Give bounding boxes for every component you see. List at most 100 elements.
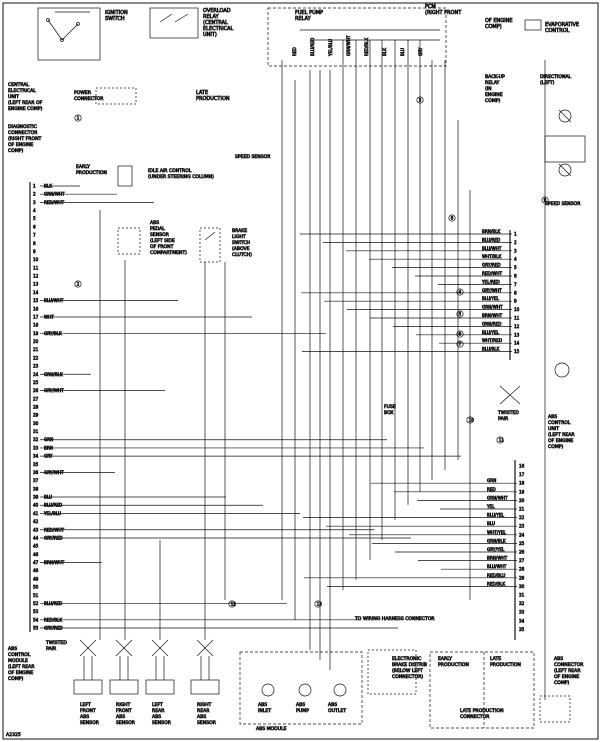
left-pin-5: 5 (33, 216, 36, 221)
ceu-label-4: ENGINE COMP) (8, 106, 43, 112)
left-pin-43: 43 (33, 527, 39, 532)
acu-label-0: ABS (548, 414, 557, 420)
reference-circle (456, 310, 464, 318)
right-pin-5: 5 (514, 265, 517, 270)
right-wire-label: BRN/WHT (482, 313, 503, 318)
top-wire-label: RED/BLK (364, 38, 369, 56)
central-electrical-unit: CENTRAL ELECTRICAL UNIT (LEFT REAR OF EN… (8, 82, 43, 113)
diag-label-3: OF ENGINE (8, 142, 33, 148)
solenoid-label-1: INLET (258, 708, 271, 714)
right-pin-27: 27 (519, 558, 525, 563)
right-pin-32: 32 (519, 601, 525, 606)
pcm-label-1: (RIGHT FRONT (425, 10, 462, 16)
fuse-box-label-0: FUSE (384, 404, 396, 410)
left-pin-50: 50 (33, 585, 39, 590)
bls-label-0: BRAKE (232, 228, 247, 234)
top-wire-label: GRY (418, 47, 423, 56)
right-wire-label: BLU/RED (482, 237, 500, 242)
right-pin-19: 19 (519, 489, 525, 494)
early-prod-label-0: EARLY (76, 164, 90, 170)
directional-relay: DIRECTIONAL (LEFT) BACK-UP RELAY (IN ENG… (485, 74, 586, 207)
bls-label-3: (ABOVE (232, 246, 250, 252)
left-pin-4: 4 (33, 208, 36, 213)
pump-label-1: PUMP (296, 708, 309, 714)
left-pin-1: 1 (33, 184, 36, 189)
left-pin-20: 20 (33, 339, 39, 344)
left-pin-45: 45 (33, 544, 39, 549)
left-pin-8: 8 (33, 241, 36, 246)
left-pin-27: 27 (33, 396, 39, 401)
right-pin-8: 8 (514, 290, 517, 295)
sensor-label: SENSOR (152, 720, 172, 726)
reference-circle (74, 114, 82, 122)
right-wire-label: WHT/BLK (482, 254, 501, 259)
early-prod-label-1: PRODUCTION (76, 170, 107, 176)
reference-circle (496, 436, 504, 444)
top-wire-label: GRN/WHT (346, 35, 351, 56)
top-wire-label: RED (292, 47, 297, 56)
sensor-label: ABS (116, 714, 125, 720)
directional-label-0: DIRECTIONAL (540, 74, 572, 80)
pcm-label-2: OF ENGINE (485, 18, 513, 24)
backup-relay-label-0: BACK-UP (485, 74, 505, 80)
bottom-left-note: ABS CONTROL MODULE (LEFT REAR OF ENGINE … (8, 646, 36, 683)
left-pin-6: 6 (33, 224, 36, 229)
module-ground-label: ABS MODULE (256, 726, 287, 732)
iac-label-0: IDLE AIR CONTROL (148, 168, 192, 174)
backup-relay-label-4: COMP) (485, 98, 501, 104)
ebd-label-3: CONNECTOR) (392, 674, 423, 680)
overload-relay-label-2: (CENTRAL (203, 20, 228, 26)
twisted-pair-2-label-0: TWISTED (45, 640, 67, 646)
ceu-label-0: CENTRAL (8, 82, 30, 88)
sensor-connector (73, 679, 103, 695)
evap-label-1: CONTROL (545, 28, 570, 34)
left-pin-54: 54 (33, 617, 39, 622)
abs-control-unit: ABS CONTROL UNIT (LEFT REAR OF ENGINE CO… (548, 414, 576, 451)
reference-number: 2 (77, 282, 80, 287)
outlet-label-0: ABS (328, 702, 337, 708)
reference-circle (541, 196, 549, 204)
reference-circle (416, 96, 424, 104)
aps-label-1: PEDAL (150, 226, 165, 232)
late-prod-3-label-1: PRODUCTION (490, 662, 521, 668)
outlet-label-1: OUTLET (328, 708, 346, 714)
sensor-label: RIGHT (197, 702, 212, 708)
abs-control-module-label-3: (LEFT REAR (8, 664, 35, 670)
twisted-pair-icon (79, 639, 97, 657)
evap-label-0: EVAPORATIVE (545, 22, 579, 28)
reference-number: 7 (459, 342, 462, 347)
top-wire-label: YEL/BLU (328, 39, 333, 57)
pump-label-0: ABS (296, 702, 305, 708)
left-pin-15: 15 (33, 298, 39, 303)
reference-circle (74, 280, 82, 288)
top-wire-label: BLK (382, 48, 387, 56)
reference-number: 10 (469, 418, 475, 423)
right-pin-35: 35 (519, 627, 525, 632)
directional-label-1: (LEFT) (540, 80, 555, 86)
tp1-label-0: TWISTED (497, 410, 519, 416)
ebd-label-2: (BELOW LEFT (392, 668, 423, 674)
right-pin-31: 31 (519, 593, 525, 598)
left-pin-16: 16 (33, 306, 39, 311)
sensor-connector (109, 679, 139, 695)
diagnostic-connector: DIAGNOSTIC CONNECTOR (RIGHT FRONT OF ENG… (8, 124, 42, 155)
abs-conn-label-0: ABS (554, 656, 563, 662)
ceu-label-1: ELECTRICAL (8, 88, 36, 94)
right-wire-label: YEL/RED (481, 279, 500, 284)
right-connector: 1BRN/BLK2BLU/RED3BLU/WHT4WHT/BLK5GRY/RED… (300, 229, 525, 640)
sensor-label: SENSOR (80, 720, 100, 726)
right-pin-21: 21 (519, 507, 525, 512)
left-pin-53: 53 (33, 609, 39, 614)
sensor-label: RIGHT (116, 702, 131, 708)
left-pin-29: 29 (33, 413, 39, 418)
wiring-connector-note: TO WIRING HARNESS CONNECTOR (354, 616, 435, 622)
left-pin-11: 11 (33, 265, 39, 270)
left-pin-31: 31 (33, 429, 39, 434)
top-wire-label: BLU/RED (310, 38, 315, 56)
right-pin-14: 14 (514, 341, 520, 346)
left-pin-28: 28 (33, 405, 39, 410)
abs-control-module-label-2: MODULE (8, 658, 28, 664)
ignition-switch-label-0: IGNITION (105, 10, 128, 16)
left-pin-42: 42 (33, 519, 39, 524)
